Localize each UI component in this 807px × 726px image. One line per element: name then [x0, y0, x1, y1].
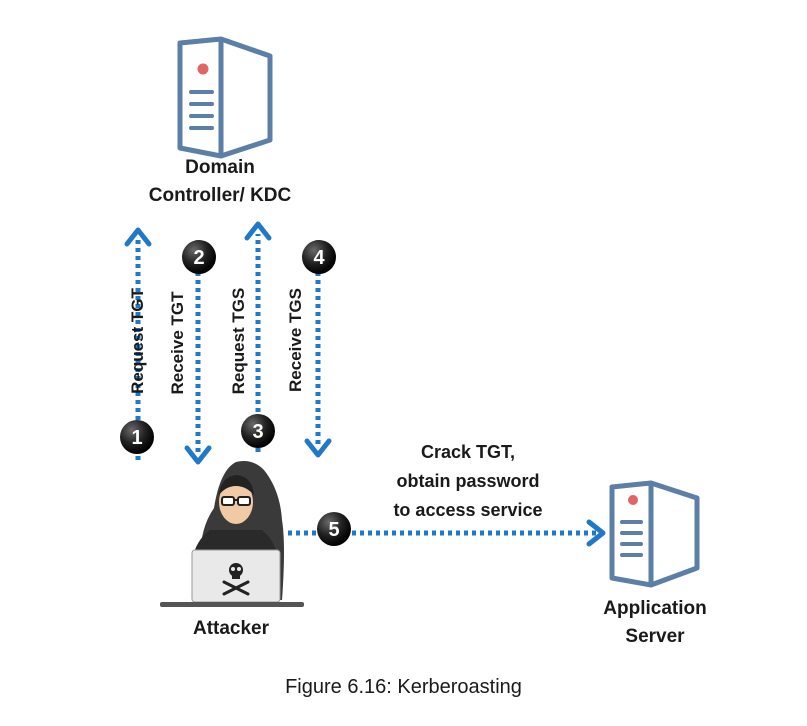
- step-5-label-line2: obtain password: [396, 471, 540, 491]
- step-2-label: Receive TGT: [168, 291, 187, 395]
- domain-controller-label: Domain Controller/ KDC: [120, 154, 320, 210]
- step-3-badge: 3: [241, 414, 275, 448]
- application-server-label: Application Server: [565, 595, 745, 651]
- step-5-label-line1: Crack TGT,: [420, 442, 516, 462]
- step-1-badge: 1: [120, 420, 154, 454]
- figure-caption: Figure 6.16: Kerberoasting: [285, 676, 522, 698]
- step-5-label-line3: to access service: [393, 500, 543, 520]
- attacker-label: Attacker: [192, 618, 270, 639]
- step-1-label: Request TGT: [128, 288, 147, 394]
- step-2-arrow-down: [184, 240, 212, 465]
- application-server-icon: [609, 480, 700, 588]
- application-server-label-line2: Server: [625, 626, 685, 647]
- domain-controller-server-icon: [177, 36, 273, 159]
- skull-icon: [222, 563, 250, 596]
- step-5-label: Crack TGT, obtain password to access ser…: [368, 438, 568, 525]
- step-3-arrow-up: [244, 221, 272, 452]
- step-3-label: Request TGS: [229, 287, 248, 395]
- step-4-badge: 4: [302, 240, 336, 274]
- svg-text:5: 5: [328, 519, 339, 541]
- svg-text:2: 2: [193, 247, 204, 269]
- svg-text:4: 4: [313, 247, 325, 269]
- step-2-badge: 2: [182, 240, 216, 274]
- svg-text:3: 3: [252, 421, 263, 443]
- step-1-arrow-up: [124, 227, 152, 460]
- domain-controller-label-line2: Controller/ KDC: [148, 185, 292, 206]
- attacker-hacker-icon: [160, 461, 304, 607]
- application-server-label-line1: Application: [603, 598, 707, 619]
- step-4-arrow-down: [304, 240, 332, 458]
- domain-controller-label-line1: Domain: [185, 157, 255, 178]
- svg-text:1: 1: [131, 427, 142, 449]
- step-5-badge: 5: [317, 512, 351, 546]
- step-4-label: Receive TGS: [286, 288, 305, 392]
